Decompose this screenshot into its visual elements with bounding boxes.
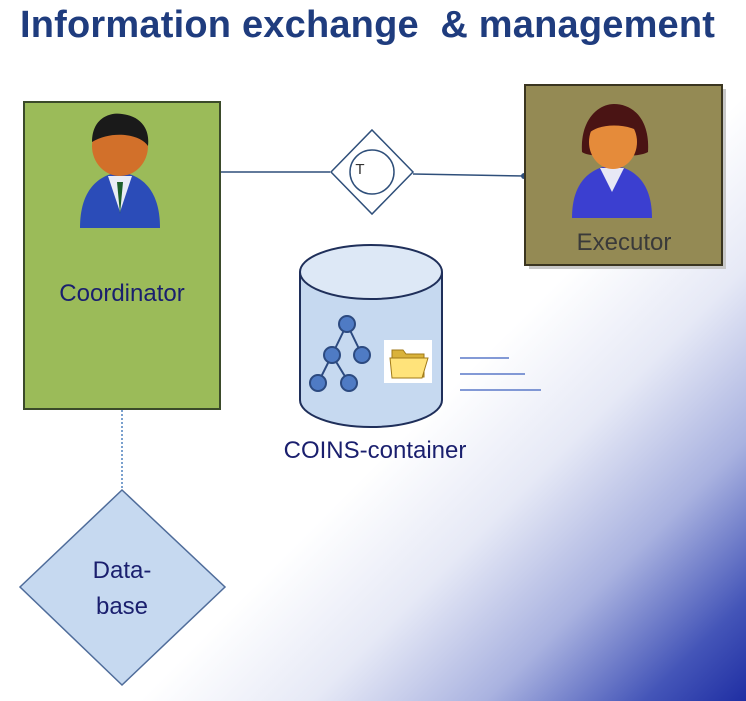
coins-container-label: COINS-container	[283, 437, 467, 464]
executor-label: Executor	[576, 229, 672, 256]
database-label-line1: Data-	[92, 557, 152, 584]
folder-icon	[384, 340, 432, 383]
man-user-icon	[80, 113, 160, 228]
database-label: Data- base	[60, 553, 184, 625]
database-diamond[interactable]	[18, 488, 227, 687]
coordinator-label: Coordinator	[59, 280, 185, 307]
connector-line-right	[412, 173, 526, 177]
woman-user-icon	[572, 104, 652, 218]
transaction-label: T	[355, 161, 365, 178]
transaction-symbol[interactable]	[329, 128, 415, 216]
tree-hierarchy-icon	[309, 315, 371, 392]
page-title: Information exchange & management	[20, 4, 716, 46]
database-label-line2: base	[95, 593, 149, 620]
motion-lines	[460, 357, 541, 391]
coins-container-cylinder[interactable]	[299, 244, 443, 428]
